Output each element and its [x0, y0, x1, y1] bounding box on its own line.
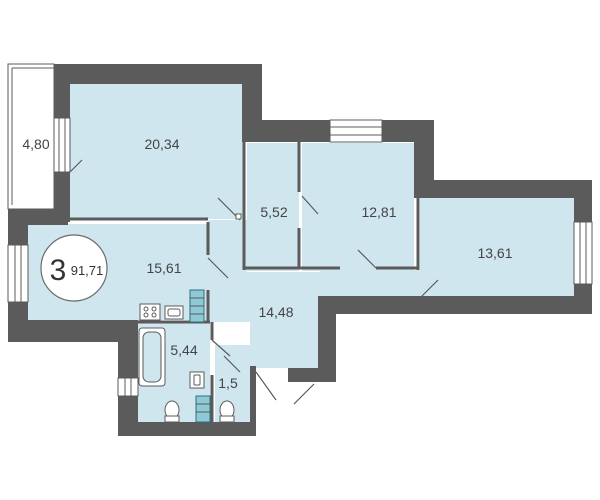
- entry-door-swing: [255, 371, 277, 401]
- wall: [318, 296, 336, 382]
- hallway-area-label: 14,48: [258, 304, 293, 320]
- entry-door-swing: [293, 383, 315, 405]
- wall: [242, 64, 262, 124]
- wall: [8, 205, 28, 245]
- apartment-badge: 3 91,71: [40, 234, 108, 302]
- partitions: [70, 142, 420, 422]
- living-room-floor: [320, 195, 578, 296]
- wall: [574, 180, 592, 222]
- bathroom-area-label: 5,44: [170, 342, 197, 358]
- wall: [118, 422, 254, 436]
- wall: [414, 120, 434, 195]
- wall: [242, 120, 330, 142]
- toilet-area-label: 1,5: [218, 375, 238, 391]
- door-swing: [69, 159, 83, 173]
- wardrobe-floor: [247, 143, 299, 271]
- kitchen-window: [7, 244, 29, 303]
- doors: [69, 159, 439, 405]
- door-stop: [235, 213, 242, 220]
- badge-circle: [40, 234, 108, 302]
- door-swing: [419, 279, 439, 299]
- stove-icon: [139, 303, 161, 321]
- bedroom-middle-window: [329, 119, 383, 143]
- bedroom-middle-floor: [302, 143, 414, 271]
- area-labels: 4,80 20,34 5,52 12,81 13,61 15,61 14,48 …: [22, 136, 512, 391]
- door-swing: [357, 249, 377, 269]
- bedroom-window: [53, 117, 71, 173]
- windows: [7, 63, 593, 397]
- loggia-area-label: 4,80: [22, 136, 49, 152]
- bedroom-middle-area-label: 12,81: [361, 204, 396, 220]
- living-room-area-label: 13,61: [477, 245, 512, 261]
- towel-radiator-icon: [195, 395, 211, 423]
- wall: [118, 320, 138, 378]
- fixtures: [138, 289, 235, 423]
- total-area: 91,71: [71, 263, 104, 278]
- wall: [54, 64, 262, 84]
- door-swing: [207, 257, 229, 279]
- wall: [8, 320, 138, 342]
- wardrobe-area-label: 5,52: [260, 204, 287, 220]
- bedroom-top-area-label: 20,34: [144, 136, 179, 152]
- bedroom-top-floor: [70, 84, 244, 219]
- living-room-window: [573, 221, 593, 285]
- wall: [414, 180, 592, 198]
- wall: [54, 64, 70, 118]
- walls: [8, 64, 592, 436]
- hallway-floor: [208, 220, 340, 368]
- door-swing: [211, 339, 231, 357]
- bathroom-window: [117, 377, 139, 397]
- wall: [318, 296, 592, 314]
- rooms-count: 3: [50, 254, 67, 287]
- loggia-window: [7, 63, 55, 210]
- door-swing: [301, 195, 319, 215]
- wall: [250, 366, 256, 436]
- door-swing: [223, 355, 241, 373]
- wall: [288, 368, 318, 382]
- kitchen-area-label: 15,61: [146, 260, 181, 276]
